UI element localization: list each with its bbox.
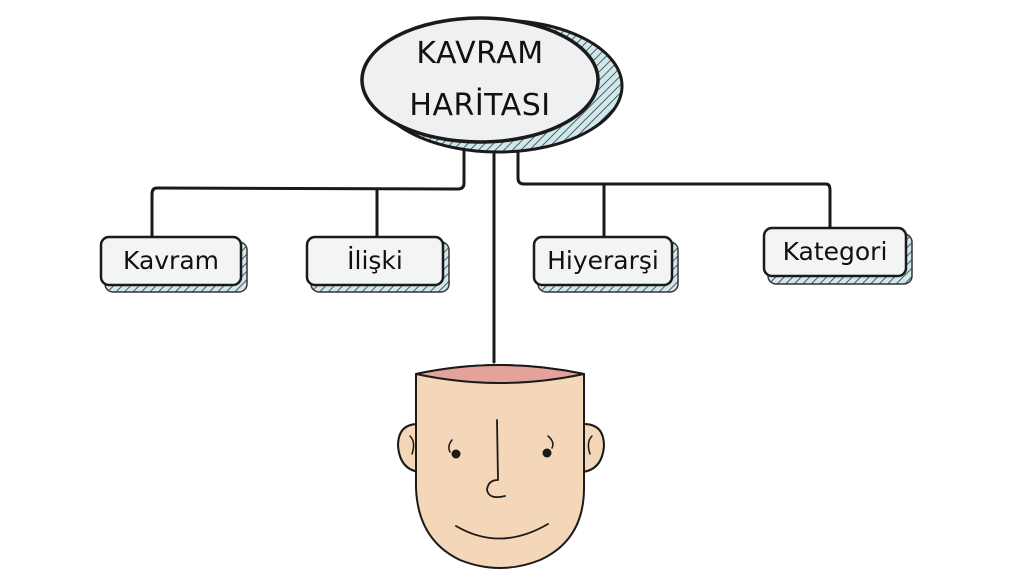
nose bbox=[486, 419, 506, 499]
connector-kategori bbox=[516, 148, 832, 230]
right-ear bbox=[581, 423, 605, 473]
root-ellipse bbox=[360, 16, 624, 154]
node-box-kavram bbox=[99, 235, 248, 293]
smile bbox=[455, 523, 549, 540]
node-box-kategori bbox=[762, 226, 913, 285]
connector-kavram bbox=[150, 148, 466, 239]
connector-lines bbox=[150, 148, 832, 364]
left-eye bbox=[451, 449, 461, 459]
right-eye bbox=[542, 448, 552, 458]
open-head-top bbox=[415, 364, 585, 384]
node-box-hiyerarsi bbox=[532, 235, 679, 293]
node-label-iliski: İlişki bbox=[347, 246, 403, 275]
left-ear bbox=[397, 423, 421, 473]
node-box-iliski bbox=[305, 235, 450, 293]
node-label-hiyerarsi: Hiyerarşi bbox=[547, 246, 659, 275]
root-title-line1: KAVRAM bbox=[416, 36, 544, 71]
face bbox=[415, 364, 585, 569]
node-label-kategori: Kategori bbox=[782, 237, 888, 266]
node-label-kavram: Kavram bbox=[122, 246, 220, 275]
root-title-line2: HARİTASI bbox=[409, 88, 551, 123]
head-illustration bbox=[397, 364, 605, 569]
